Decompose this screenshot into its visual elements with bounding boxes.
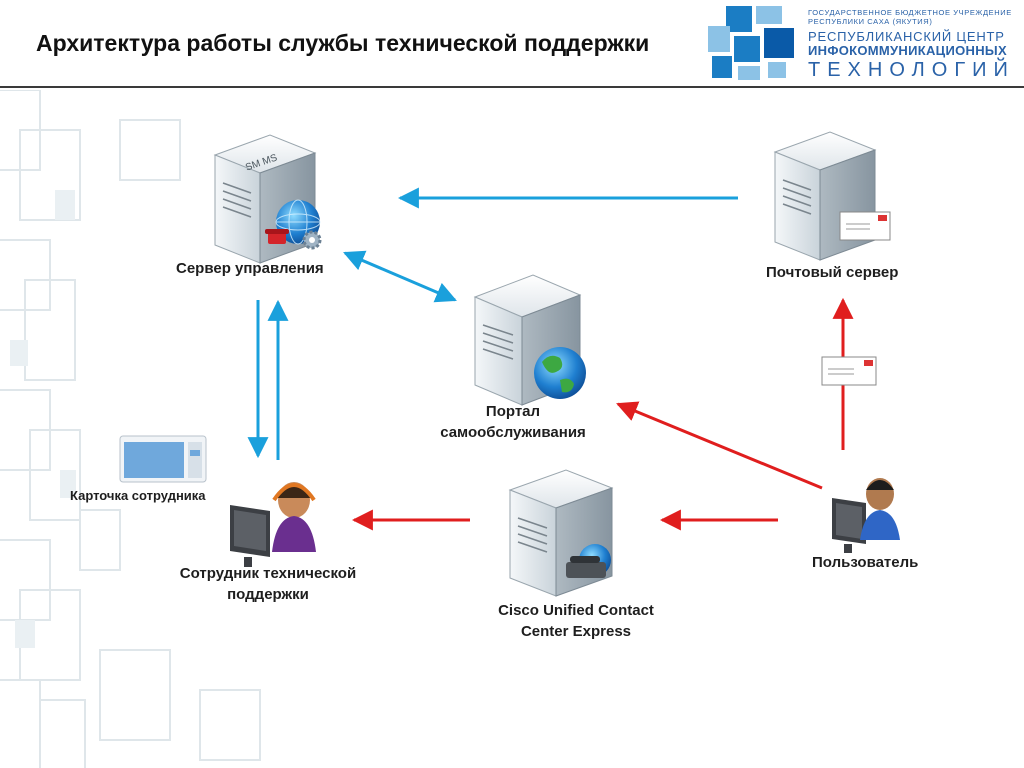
organization-name: ГОСУДАРСТВЕННОЕ БЮДЖЕТНОЕ УЧРЕЖДЕНИЕ РЕС… <box>808 8 1018 82</box>
portal-label-line2: самообслуживания <box>440 424 586 441</box>
gear-icon <box>302 230 322 250</box>
support-employee-label-line1: Сотрудник технической <box>179 565 357 582</box>
org-line-3: ИНФОКОММУНИКАЦИОННЫХ <box>808 43 1007 58</box>
cisco-label: Cisco Unified Contact Center Express <box>466 600 686 642</box>
management-server-label: Сервер управления <box>176 260 324 277</box>
envelope-icon <box>821 356 877 386</box>
card-window-icon <box>119 435 207 483</box>
user-label: Пользователь <box>812 554 919 571</box>
user-icon <box>860 478 900 540</box>
support-employee-label-line2: поддержки <box>227 586 309 603</box>
mail-server-label: Почтовый сервер <box>766 264 899 281</box>
org-line-2: РЕСПУБЛИКАНСКИЙ ЦЕНТР <box>808 29 1005 44</box>
slide-header: Архитектура работы службы технической по… <box>0 0 1024 90</box>
portal-label: Портал самообслуживания <box>418 401 608 443</box>
cisco-label-line1: Cisco Unified Contact <box>498 602 654 619</box>
phone-globe-icon <box>566 544 611 578</box>
org-line-1b: РЕСПУБЛИКИ САХА (ЯКУТИЯ) <box>808 17 933 26</box>
cisco-label-line2: Center Express <box>520 623 632 640</box>
mail-server-icon <box>773 131 877 261</box>
arrow-user-to-portal <box>616 401 823 490</box>
background-pattern <box>0 90 261 768</box>
globe-icon <box>534 347 586 399</box>
employee-card-label: Карточка сотрудника <box>70 488 206 503</box>
support-employee-label: Сотрудник технической поддержки <box>150 563 386 605</box>
organization-logo-icon <box>708 6 794 80</box>
arrow-management-portal <box>343 250 457 303</box>
monitor-icon <box>230 505 270 567</box>
monitor-icon <box>832 498 866 553</box>
org-line-4: ТЕХНОЛОГИЙ <box>808 59 1015 81</box>
portal-label-line1: Портал <box>485 403 541 420</box>
phone-icon <box>265 229 289 244</box>
org-line-1: ГОСУДАРСТВЕННОЕ БЮДЖЕТНОЕ УЧРЕЖДЕНИЕ <box>808 8 1012 17</box>
envelope-icon <box>839 211 891 241</box>
slide-title: Архитектура работы службы технической по… <box>36 30 650 56</box>
headset-operator-icon <box>272 482 316 552</box>
header-divider <box>0 86 1024 88</box>
